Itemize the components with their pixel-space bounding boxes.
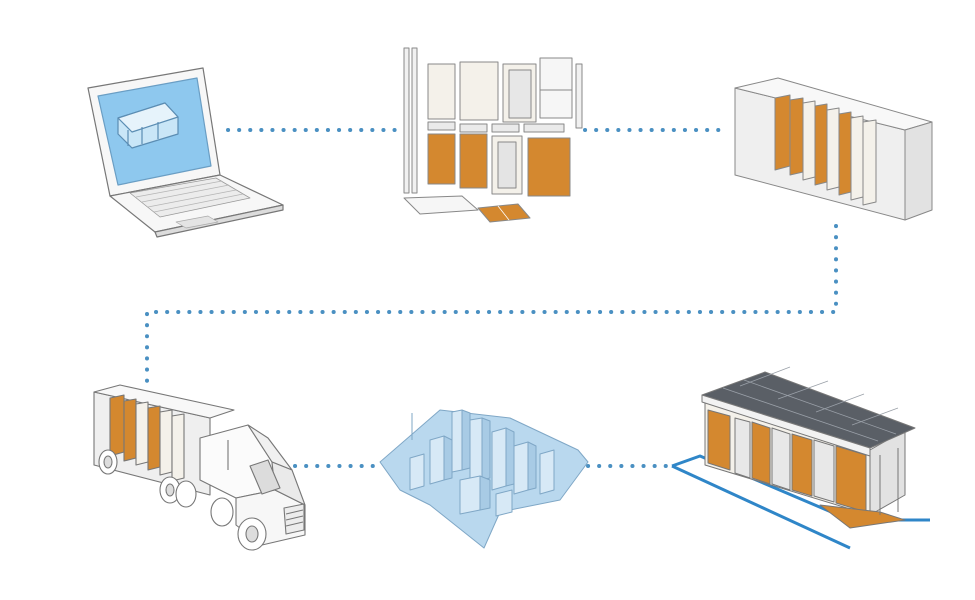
porch-deck <box>819 504 906 529</box>
city-building <box>451 409 463 473</box>
laptop-icon <box>87 67 284 238</box>
panels-icon <box>403 47 583 223</box>
connector-container-to-truck <box>145 224 838 387</box>
connectors <box>145 128 838 468</box>
container-panel <box>774 94 791 171</box>
truck-windshield <box>249 459 281 495</box>
city-map-icon <box>379 409 589 549</box>
house-icon <box>671 366 930 550</box>
laptop-keyboard <box>129 177 251 218</box>
container-icon <box>734 77 933 221</box>
truck-icon <box>93 384 306 551</box>
truck-grille <box>283 503 305 535</box>
